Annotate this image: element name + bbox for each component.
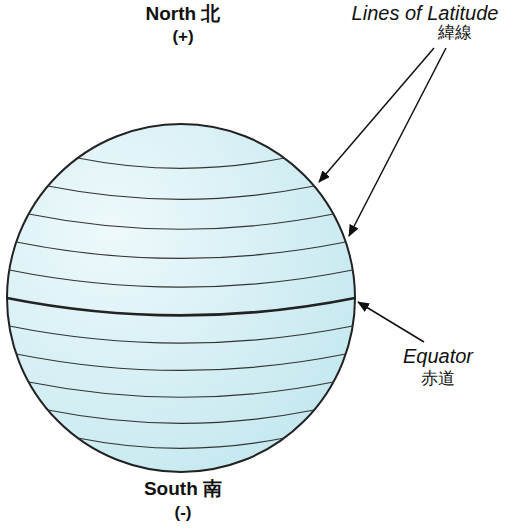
leader-arrows: [319, 48, 446, 342]
pole-label: South 南: [144, 479, 222, 500]
callout-label: Lines of Latitude: [352, 2, 499, 24]
equator-line: [7, 298, 355, 315]
callout-label: 緯線: [438, 24, 472, 43]
sign-label: (+): [172, 28, 193, 47]
callout-label: Equator: [403, 345, 473, 367]
sign-label: (-): [175, 504, 192, 523]
callout-label: 赤道: [421, 370, 455, 389]
pole-label: North 北: [146, 4, 221, 25]
globe-outline: [7, 124, 355, 472]
latitude-lines: [9, 158, 352, 448]
